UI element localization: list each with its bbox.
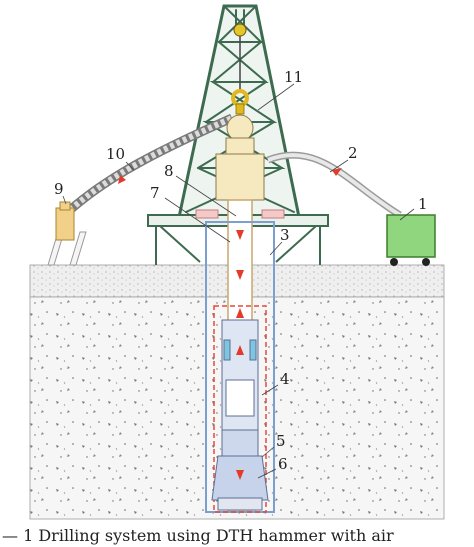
figure-caption: — 1 Drilling system using DTH hammer wit… (2, 526, 394, 545)
label-9: 9 (54, 180, 64, 198)
leader-lines (62, 83, 415, 479)
flow-arrow-icon (118, 168, 342, 480)
swivel-head (215, 114, 265, 201)
label-7: 7 (150, 184, 160, 202)
label-6: 6 (278, 455, 288, 473)
crown-block (233, 23, 247, 92)
label-3: 3 (280, 226, 290, 244)
label-4: 4 (280, 370, 290, 388)
dth-hammer (221, 319, 259, 431)
label-5: 5 (276, 432, 286, 450)
label-8: 8 (164, 162, 174, 180)
hook-icon (231, 89, 249, 115)
dust-collector (47, 201, 87, 266)
label-10: 10 (106, 145, 125, 163)
dust-hose-10 (67, 113, 234, 214)
label-11: 11 (284, 68, 303, 86)
label-2: 2 (348, 144, 358, 162)
air-compressor (386, 214, 436, 266)
rotary-table (195, 209, 285, 219)
label-1: 1 (418, 195, 428, 213)
